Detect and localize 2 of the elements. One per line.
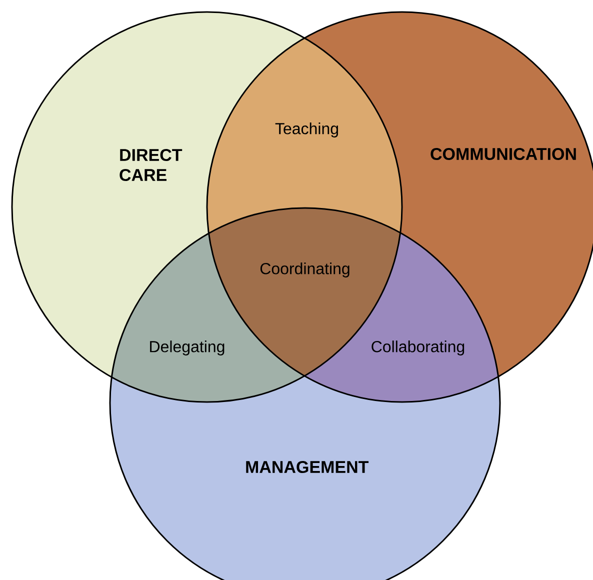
region-label: Teaching [275,122,338,138]
region-label: Coordinating [260,262,350,278]
